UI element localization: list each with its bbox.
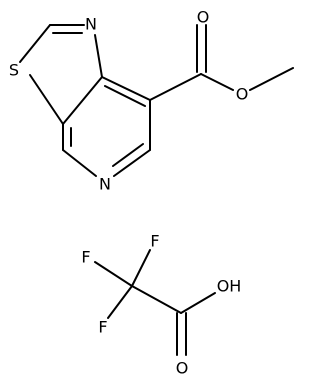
bond-c7a-c3a: [62, 76, 103, 125]
bond-c4-carbonyl-c: [149, 73, 202, 101]
structure-drawing: S N N O O F F F O OH: [9, 8, 294, 378]
bond-o-methyl: [249, 67, 294, 91]
atom-f-top: F: [150, 232, 159, 251]
atom-o-carbonyl-acid: O: [176, 359, 189, 378]
atom-oh: OH: [217, 277, 242, 296]
atom-o-ester: O: [236, 85, 249, 104]
bond-c5-n6-double: [112, 143, 144, 167]
bond-carbonyl-c-o-ester: [200, 73, 234, 91]
atom-f-left: F: [81, 248, 90, 267]
trifluoroacetic-acid: F F F O OH: [81, 232, 241, 378]
atom-n-thiazole: N: [85, 15, 97, 34]
atom-n-pyridine: N: [99, 175, 111, 194]
atom-s: S: [9, 61, 19, 80]
bond-cf3-f-left: [94, 261, 133, 287]
bond-s-c2: [19, 24, 51, 63]
bond-c-oh: [180, 292, 216, 314]
methyl-thiazolopyridine-carboxylate: S N N O O: [9, 8, 294, 194]
bond-cf3-f-top: [131, 249, 151, 287]
atom-o-carbonyl: O: [197, 8, 210, 27]
chemical-structure-canvas: S N N O O F F F O OH: [9, 8, 294, 378]
bond-cf3-carboxyl-c: [131, 285, 182, 314]
bond-n6-c7: [62, 149, 97, 177]
bond-cf3-f-bottom: [107, 285, 133, 319]
bond-c3a-c4-double: [104, 85, 146, 107]
bond-c5-n6: [113, 149, 151, 177]
bond-n3-c3a: [94, 34, 103, 78]
bond-c7a-s: [29, 74, 64, 125]
atom-f-bottom: F: [98, 318, 107, 337]
bond-c3a-c4: [101, 76, 151, 101]
